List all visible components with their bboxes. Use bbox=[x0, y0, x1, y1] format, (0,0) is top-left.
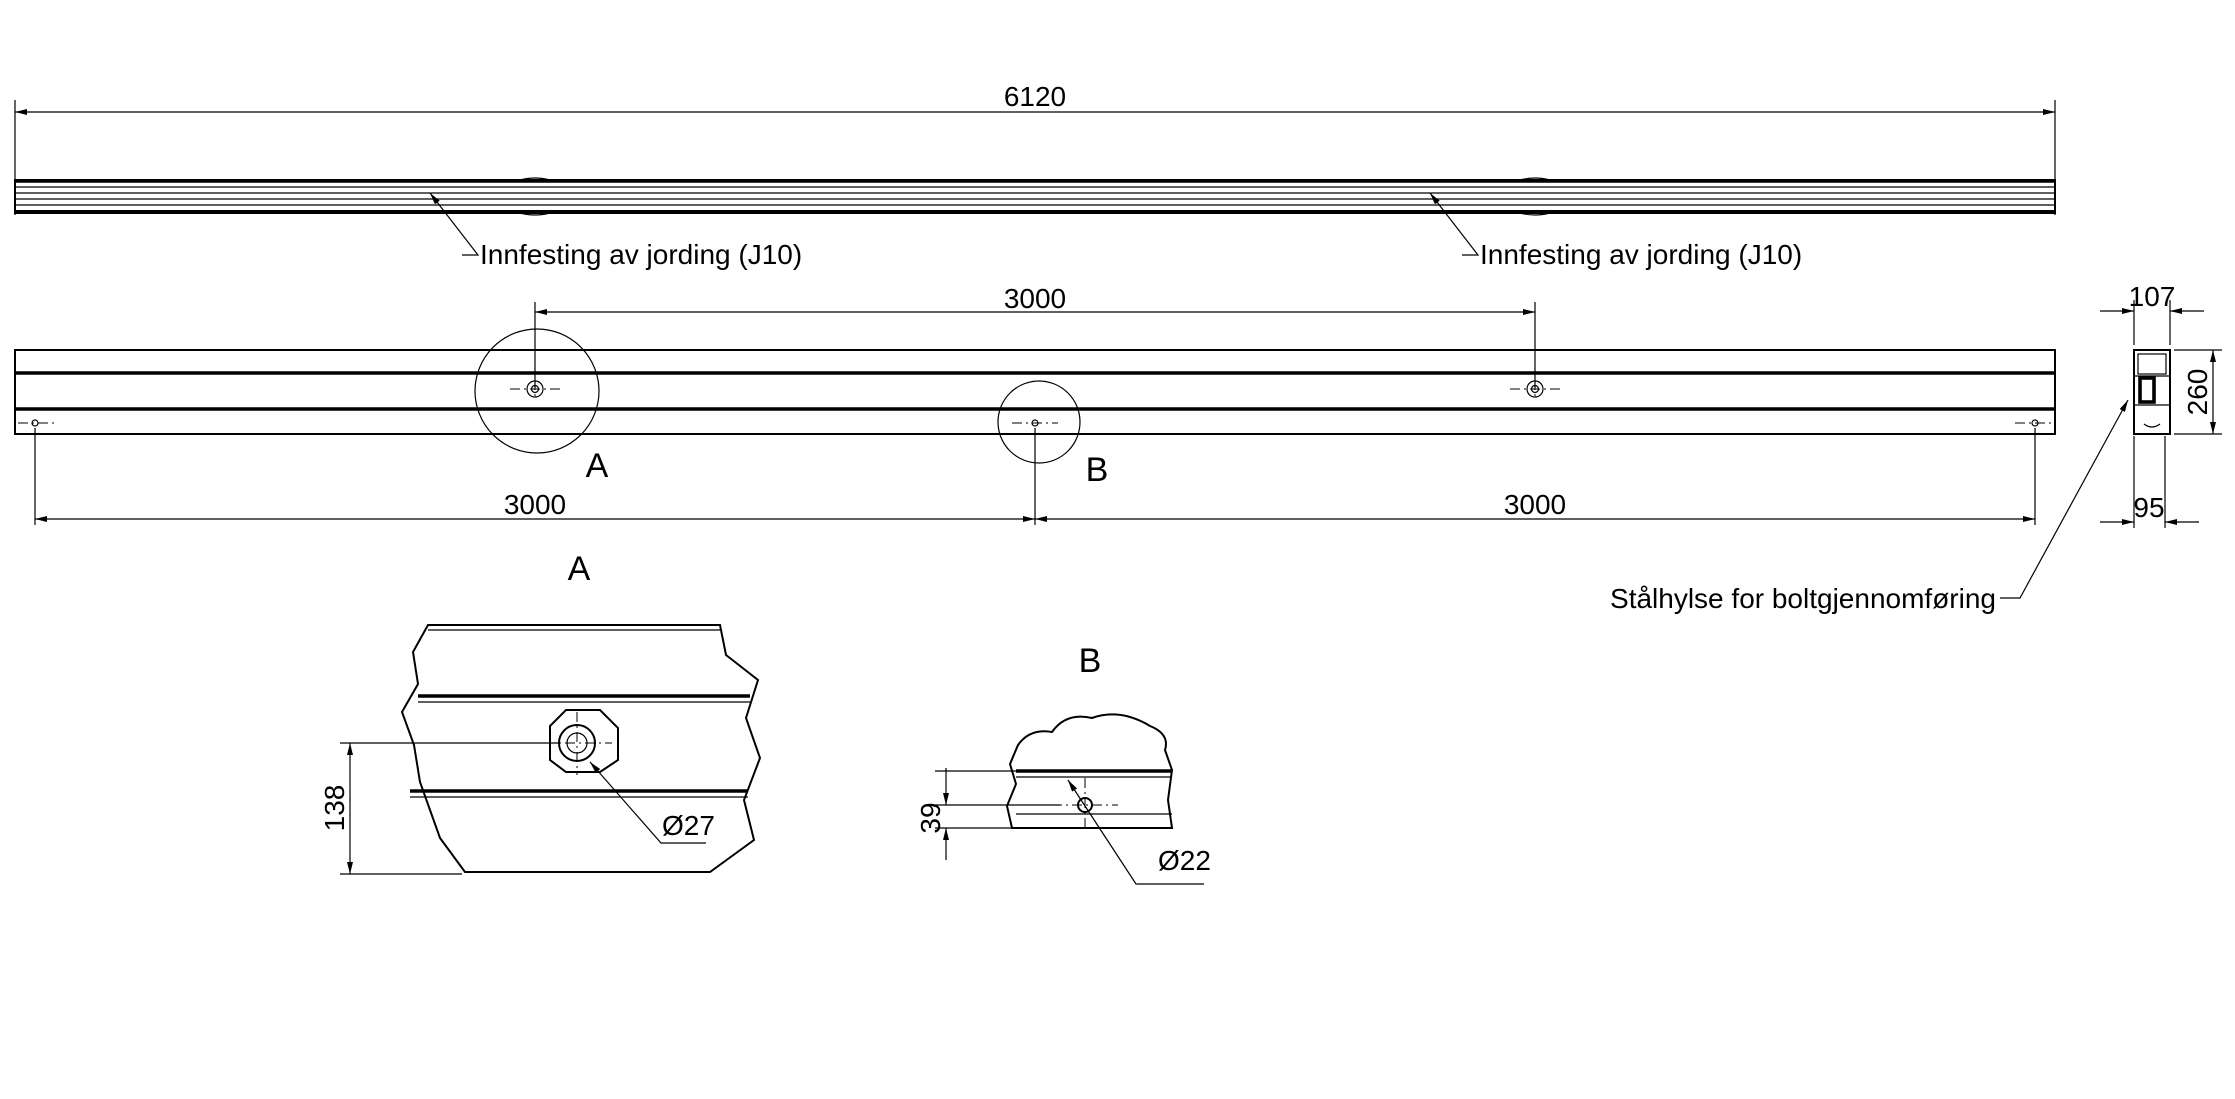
fixing-spacing-label: 3000 bbox=[1004, 283, 1066, 314]
detail-marker-a: A bbox=[586, 447, 609, 485]
grounding-leader-right: Innfesting av jording (J10) bbox=[1429, 192, 1802, 270]
hole-bolt-mid bbox=[1012, 419, 1058, 427]
rail-top-outline bbox=[14, 179, 2056, 214]
steel-sleeve-leader: Stålhylse for boltgjennomføring bbox=[1610, 399, 2129, 614]
hole-a-diameter-label: Ø27 bbox=[662, 810, 715, 841]
front-view: 3000 A B bbox=[14, 283, 2056, 525]
detail-circle-a bbox=[474, 328, 600, 454]
hole-fixing-right bbox=[1510, 380, 1560, 398]
grounding-note-left: Innfesting av jording (J10) bbox=[480, 239, 802, 270]
detail-a-outline bbox=[400, 624, 762, 873]
bolt-spacing-left-label: 3000 bbox=[504, 489, 566, 520]
detail-b: B Ø22 39 bbox=[915, 642, 1211, 885]
detail-b-height-label: 39 bbox=[915, 802, 946, 833]
section-base-label: 95 bbox=[2133, 492, 2164, 523]
section-width-label: 107 bbox=[2129, 281, 2176, 312]
grounding-leader-left: Innfesting av jording (J10) bbox=[429, 192, 802, 270]
grounding-note-right: Innfesting av jording (J10) bbox=[1480, 239, 1802, 270]
detail-title-a: A bbox=[568, 550, 591, 588]
hole-fixing-left bbox=[510, 380, 560, 398]
detail-a: A Ø27 138 bbox=[319, 550, 762, 875]
top-view: 6120 Innfesting av jording (J10) Innfest… bbox=[14, 81, 2056, 270]
overall-length-label: 6120 bbox=[1004, 81, 1066, 112]
hole-bolt-right bbox=[2015, 419, 2052, 427]
detail-a-height-label: 138 bbox=[319, 785, 350, 832]
detail-circle-b bbox=[997, 380, 1081, 464]
hole-bolt-left bbox=[18, 419, 55, 427]
rail-front-outline bbox=[14, 349, 2056, 435]
hole-b-diameter-label: Ø22 bbox=[1158, 845, 1211, 876]
bolt-spacing-right-label: 3000 bbox=[1504, 489, 1566, 520]
end-section-view: 107 260 95 Stålhylse for boltgjennomføri… bbox=[1610, 281, 2222, 614]
section-outline bbox=[2133, 349, 2171, 435]
section-height-label: 260 bbox=[2182, 369, 2213, 416]
nut-outline bbox=[549, 709, 619, 773]
detail-b-outline bbox=[1005, 713, 1174, 829]
detail-marker-b: B bbox=[1086, 451, 1109, 489]
detail-title-b: B bbox=[1079, 642, 1102, 680]
steel-sleeve-note: Stålhylse for boltgjennomføring bbox=[1610, 583, 1996, 614]
